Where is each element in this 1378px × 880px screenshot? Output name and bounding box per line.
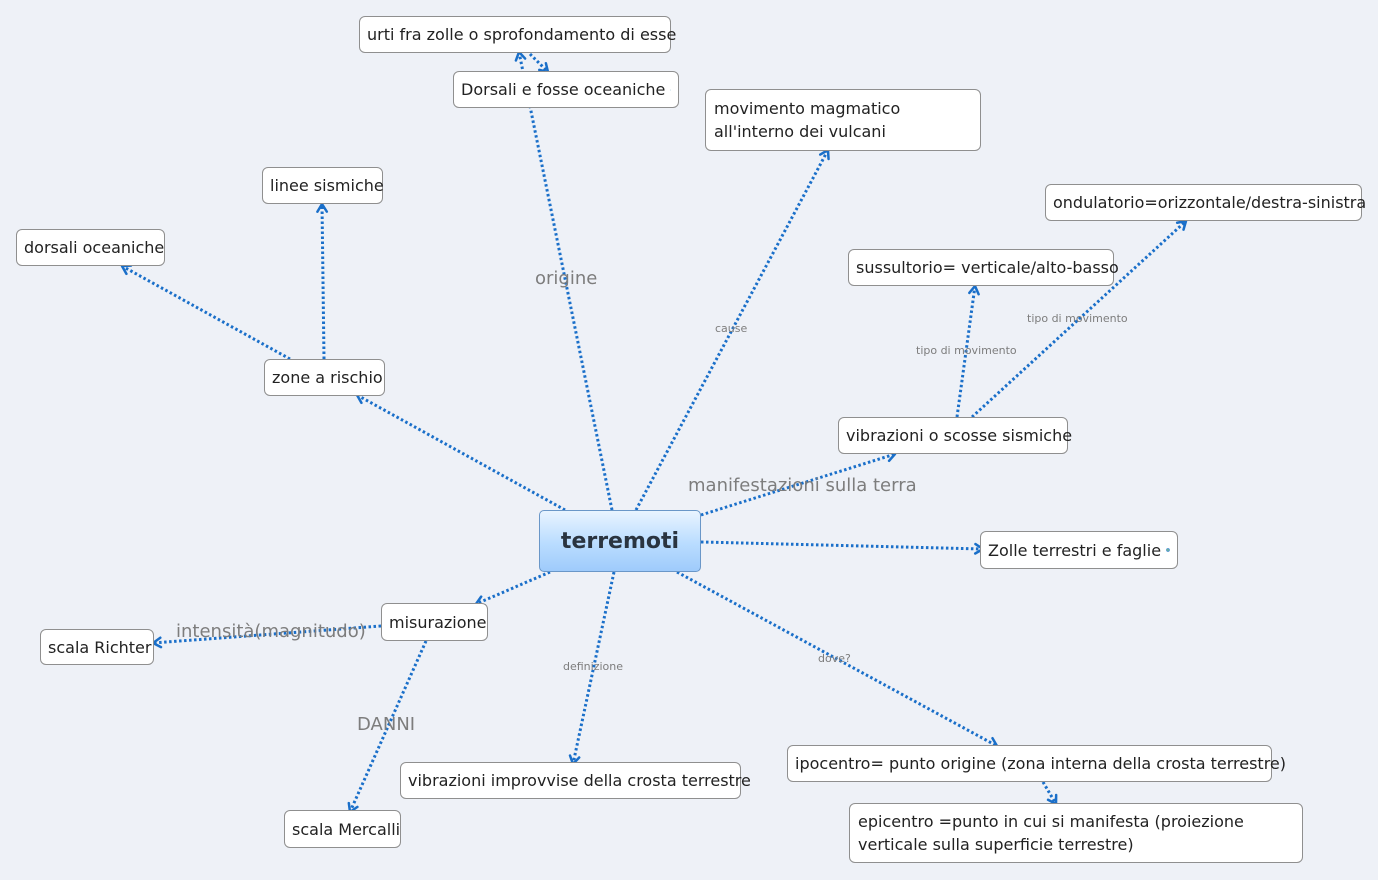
topic-label: ondulatorio=orizzontale/destra-sinistra [1053,193,1367,212]
topic-label: scala Mercalli [292,819,401,839]
label-tipo-movimento-ondulatorio: tipo di movimento [1027,312,1128,325]
topic-misurazione[interactable]: misurazione [381,603,488,641]
topic-label: sussultorio= verticale/alto-basso [856,258,1119,277]
topic-ondulatorio[interactable]: ondulatorio=orizzontale/destra-sinistra [1045,184,1366,221]
connector-linee-sismiche [316,202,329,360]
connector-linee-sismiche-arrowhead [316,202,329,213]
topic-label: vibrazioni improvvise della crosta terre… [408,771,751,790]
connector-misurazione [474,570,551,607]
topic-linee-sismiche[interactable]: linee sismiche [262,167,384,204]
topic-ipocentro[interactable]: ipocentro= punto origine (zona interna d… [787,745,1286,782]
connector-dorsali-oceaniche [120,264,291,361]
topic-zone-a-rischio[interactable]: zone a rischio [264,359,385,396]
central-topic-terremoti[interactable]: terremoti [539,510,701,572]
topic-urti-fra-zolle[interactable]: urti fra zolle o sprofondamento di esse [359,16,676,53]
connector-sussultorio-arrowhead [968,284,980,296]
topic-label: linee sismiche [270,176,384,195]
label-origine: origine [535,268,598,289]
topic-dorsali-fosse[interactable]: Dorsali e fosse oceaniche [453,71,679,108]
topic-label: misurazione [389,612,487,632]
topic-dorsali-oceaniche[interactable]: dorsali oceaniche [16,229,165,266]
topic-label: dorsali oceaniche [24,238,165,257]
topic-label: vibrazioni o scosse sismiche [846,426,1073,445]
topic-vibrazioni-scosse[interactable]: vibrazioni o scosse sismiche [838,417,1072,454]
topic-label: scala Richter [48,637,152,657]
topic-label: movimento magmatico all'interno dei vulc… [714,99,901,141]
label-danni: DANNI [357,714,416,735]
label-intensita: intensità(magnitudo) [176,621,366,642]
topic-scala-mercalli[interactable]: scala Mercalli [284,810,401,848]
globe-icon[interactable] [1166,543,1170,557]
globe-icon[interactable] [670,83,671,97]
connector-urti-dorsali [528,52,550,74]
topic-label: zone a rischio [272,368,383,387]
topic-zolle-faglie[interactable]: Zolle terrestri e faglie [980,531,1178,569]
topic-label: Zolle terrestri e faglie [988,540,1162,560]
label-cause: cause [715,322,748,335]
label-dove: dove? [818,652,851,665]
connector-ondulatorio-arrowhead [1175,219,1188,231]
topic-epicentro[interactable]: epicentro =punto in cui si manifesta (pr… [849,803,1303,863]
topic-scala-richter[interactable]: scala Richter [40,629,154,665]
topic-label: Dorsali e fosse oceaniche [461,80,666,99]
connector-ipocentro-epicentro [1041,781,1058,806]
topic-label: epicentro =punto in cui si manifesta (pr… [858,812,1244,854]
label-manifestazioni: manifestazioni sulla terra [688,475,917,496]
connector-ondulatorio [970,219,1188,419]
label-tipo-movimento-sussultorio: tipo di movimento [916,344,1017,357]
topic-label: urti fra zolle o sprofondamento di esse [367,25,677,44]
label-definizione: definizione [563,660,624,673]
topic-movimento-magmatico[interactable]: movimento magmatico all'interno dei vulc… [705,89,981,151]
connector-zone-rischio [355,393,566,512]
topic-vibrazioni-improvvise[interactable]: vibrazioni improvvise della crosta terre… [400,762,751,799]
topic-label: ipocentro= punto origine (zona interna d… [795,754,1287,773]
connector-sussultorio [955,284,980,418]
connector-origine-arrowhead [514,50,527,62]
connector-zolle-faglie [700,540,985,555]
topic-sussultorio[interactable]: sussultorio= verticale/alto-basso [848,249,1119,286]
